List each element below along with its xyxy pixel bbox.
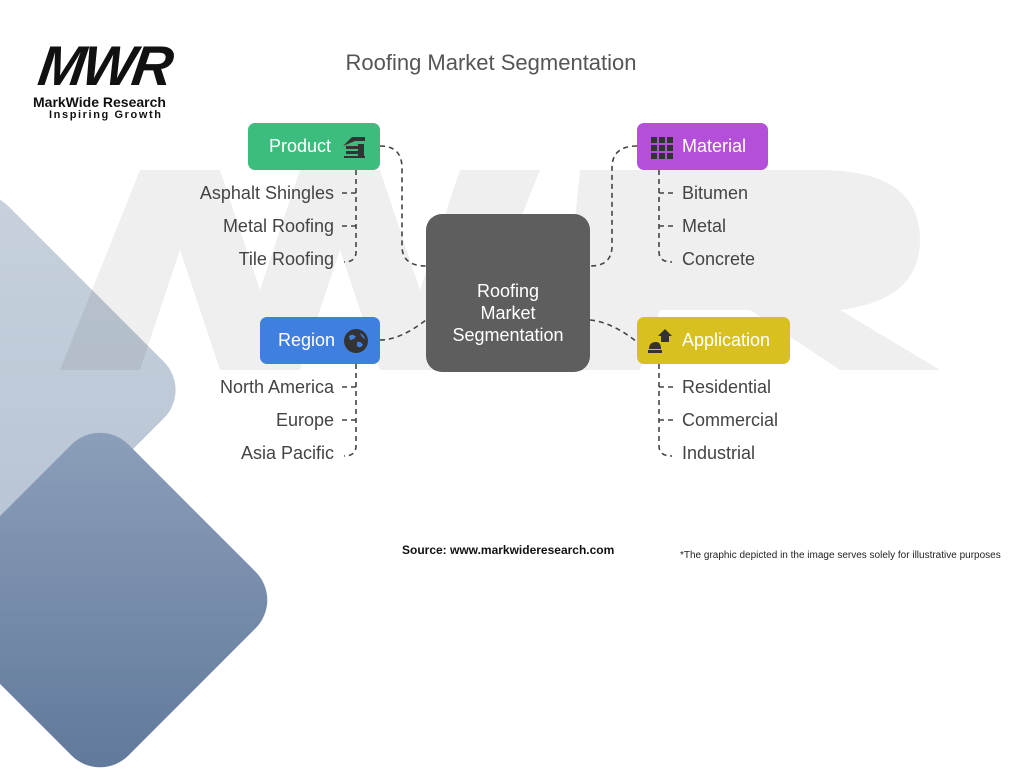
category-application: Application [637, 317, 790, 364]
logo-tagline: Inspiring Growth [49, 109, 163, 121]
logo-name: MarkWide Research [33, 94, 166, 110]
source-text: Source: www.markwideresearch.com [402, 543, 615, 557]
list-item: Europe [275, 410, 334, 430]
list-item: Tile Roofing [238, 249, 334, 269]
list-item: North America [219, 377, 334, 397]
connector-application-items [658, 364, 673, 457]
category-material-label: Material [682, 136, 747, 156]
globe-icon [341, 326, 371, 356]
list-item: Bitumen [682, 183, 749, 203]
list-item: Industrial [682, 443, 756, 463]
connector-product [379, 145, 427, 267]
category-material: Material [637, 123, 768, 170]
connector-region-items [343, 364, 357, 457]
logo: MWR MarkWide Research Inspiring Growth [33, 34, 193, 121]
category-application-label: Application [682, 330, 771, 350]
roof-tiles-icon [647, 132, 677, 162]
list-item: Asphalt Shingles [199, 183, 334, 203]
center-line-2: Market [480, 303, 536, 323]
list-item: Commercial [682, 410, 779, 430]
category-region: Region [260, 317, 380, 364]
center-line-1: Roofing [476, 281, 540, 301]
connector-material [589, 145, 638, 267]
center-node: Roofing Market Segmentation [426, 214, 590, 372]
category-product: Product [248, 123, 380, 170]
center-line-3: Segmentation [452, 325, 564, 345]
list-item: Metal Roofing [222, 216, 334, 236]
list-item: Residential [682, 377, 772, 397]
list-item: Metal [682, 216, 727, 236]
disclaimer-text: *The graphic depicted in the image serve… [680, 550, 1001, 561]
connector-region [379, 319, 427, 341]
connector-product-items [343, 170, 357, 263]
page-title: Roofing Market Segmentation [345, 50, 637, 75]
list-item: Asia Pacific [240, 443, 334, 463]
category-region-label: Region [278, 330, 336, 350]
list-item: Concrete [682, 249, 756, 269]
connector-application [589, 319, 638, 343]
category-product-label: Product [269, 136, 332, 156]
construction-house-icon [645, 326, 675, 356]
connector-material-items [658, 170, 673, 263]
house-roof-icon [339, 132, 369, 162]
connector-lines [342, 145, 674, 457]
